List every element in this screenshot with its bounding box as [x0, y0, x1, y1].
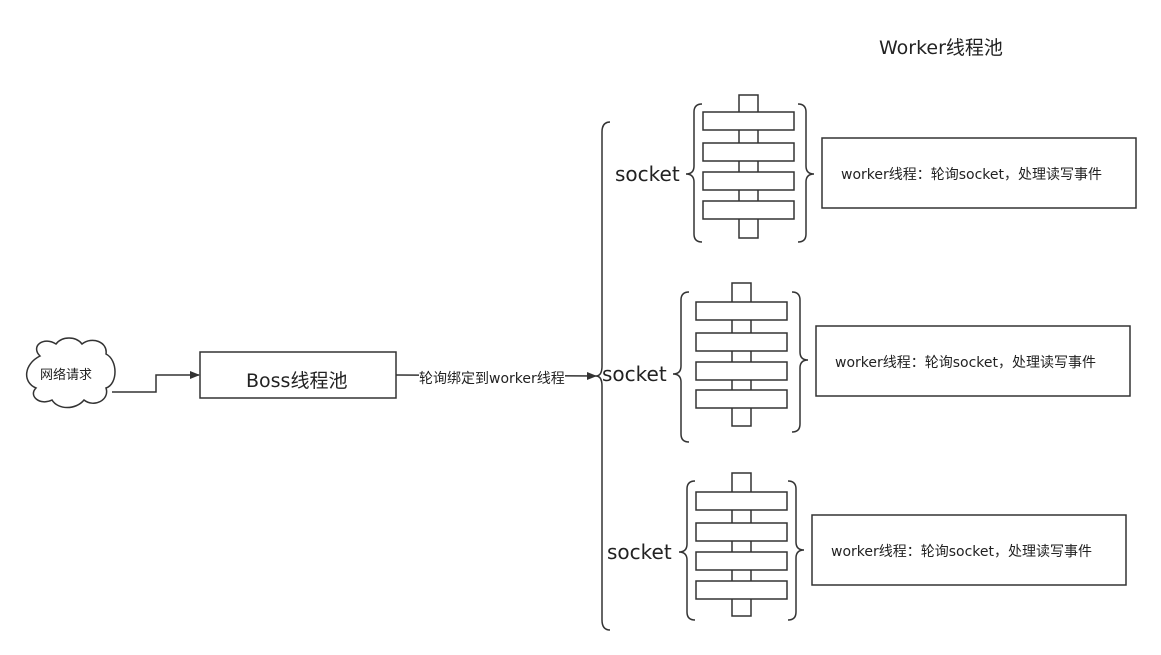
boss-pool-label: Boss线程池 [246, 370, 348, 392]
diagram-title: Worker线程池 [879, 37, 1003, 59]
socket-stack-1-bar-4 [702, 200, 795, 220]
socket-stack-3-bar-1 [695, 491, 788, 511]
worker-box-1 [821, 137, 1137, 209]
socket-stack-2-left-brace [672, 291, 690, 443]
socket-stack-1-bar-1 [702, 111, 795, 131]
socket-stack-2 [672, 282, 809, 443]
socket-stack-3-right-brace [787, 480, 805, 621]
worker-box-3 [811, 514, 1127, 586]
edge-cloud-to-boss [112, 371, 200, 393]
socket-stack-1-bar-2 [702, 142, 795, 162]
socket-stack-1-right-brace [797, 103, 815, 243]
socket-stack-1 [685, 94, 815, 243]
socket-stack-3-bar-2 [695, 522, 788, 542]
socket-label-2: socket [602, 362, 667, 386]
edge-label: 轮询绑定到worker线程 [419, 368, 565, 388]
socket-stack-2-bar-3 [695, 361, 788, 381]
boss-pool-box [199, 351, 397, 399]
socket-stack-3-bar-4 [695, 580, 788, 600]
socket-stack-2-right-brace [791, 291, 809, 433]
worker-description-2: worker线程：轮询socket，处理读写事件 [835, 355, 1097, 371]
worker-box-2 [815, 325, 1131, 397]
network-request-cloud [26, 337, 116, 409]
network-request-label: 网络请求 [40, 368, 93, 383]
worker-group-brace [595, 121, 611, 631]
socket-stack-2-bar-1 [695, 301, 788, 321]
socket-stack-1-bar-3 [702, 171, 795, 191]
worker-description-3: worker线程：轮询socket，处理读写事件 [831, 544, 1093, 560]
worker-description-1: worker线程：轮询socket，处理读写事件 [841, 167, 1103, 183]
socket-label-1: socket [615, 162, 680, 186]
socket-stack-2-bar-2 [695, 332, 788, 352]
socket-stack-3-left-brace [678, 480, 696, 621]
socket-label-3: socket [607, 540, 672, 564]
socket-stack-3-bar-3 [695, 551, 788, 571]
socket-stack-2-bar-4 [695, 389, 788, 409]
socket-stack-3 [678, 472, 805, 621]
socket-stack-1-left-brace [685, 103, 703, 243]
